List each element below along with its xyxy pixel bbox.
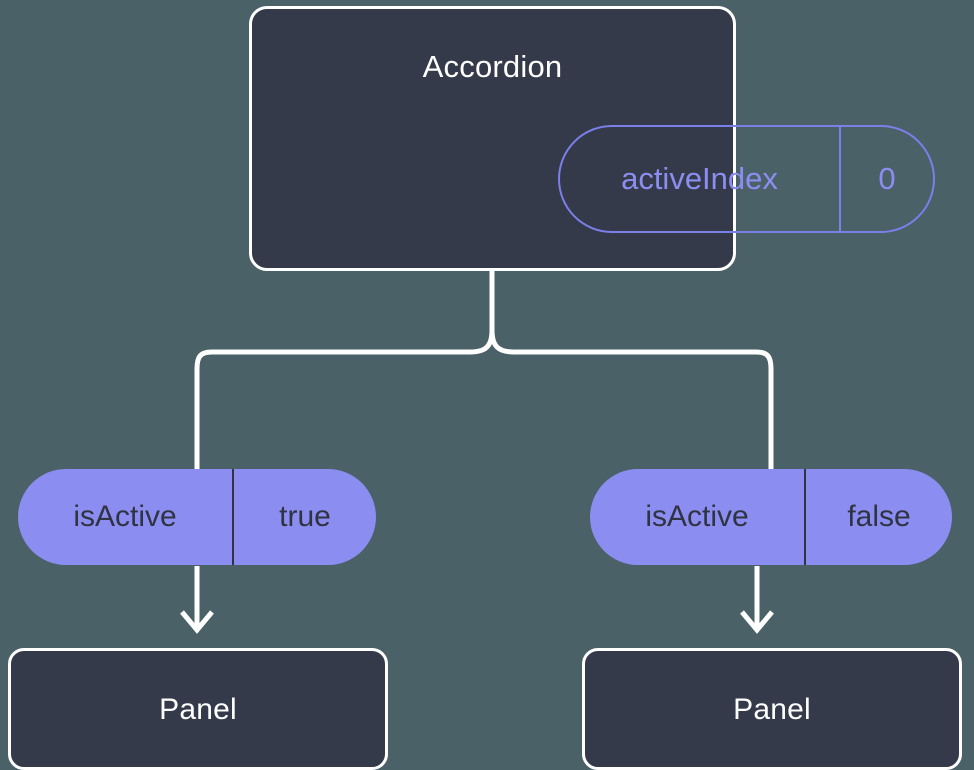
prop-key-label: isActive [645,500,749,533]
state-pill-active-index[interactable]: activeIndex 0 [558,125,935,233]
accordion-component-card[interactable]: Accordion activeIndex 0 [249,6,935,271]
state-value-label: 0 [878,161,896,196]
accordion-title: Accordion [422,49,563,84]
prop-value-label: false [804,469,952,565]
connector-right-branch [489,329,774,471]
arrow-left-head [180,610,214,634]
arrow-right-head [740,610,774,634]
prop-value-label: true [232,469,376,565]
prop-pill-is-active-true[interactable]: isActive true [18,469,376,565]
connector-left-branch [194,329,495,471]
state-key-label: activeIndex [560,127,841,231]
panel-component-card-right[interactable]: Panel [582,648,962,770]
panel-title: Panel [159,692,237,726]
panel-component-card-left[interactable]: Panel [8,648,388,770]
prop-key-label: isActive [73,500,177,533]
panel-title: Panel [733,692,811,726]
prop-pill-is-active-false[interactable]: isActive false [590,469,952,565]
